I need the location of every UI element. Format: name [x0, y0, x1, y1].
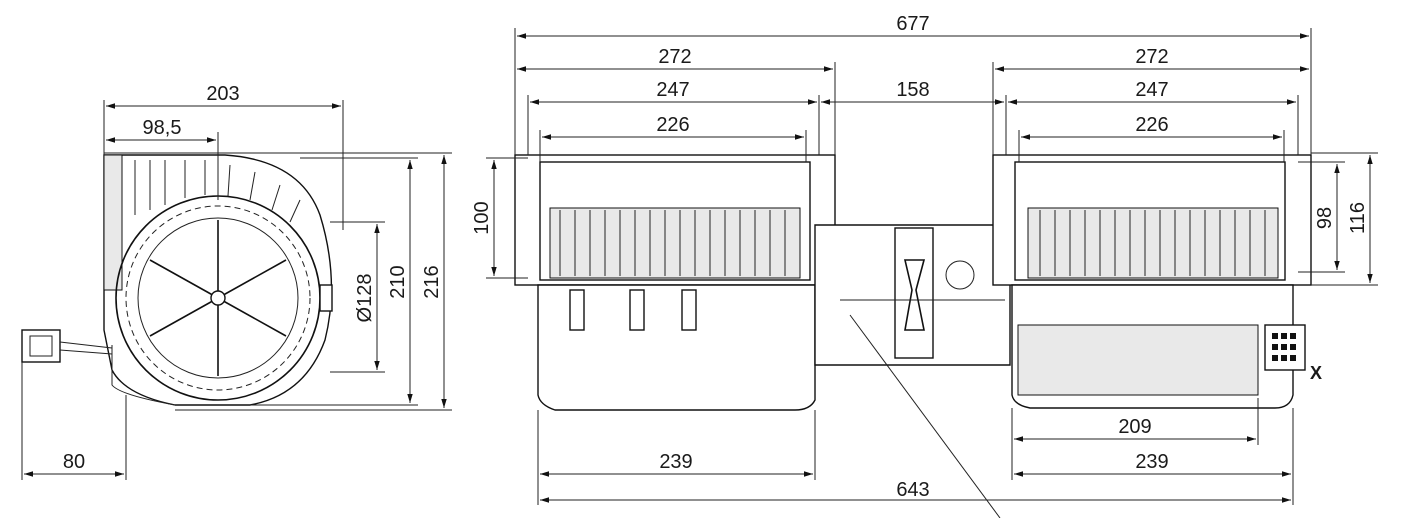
- motor-tab: [319, 284, 333, 312]
- inlet-ring: [137, 217, 299, 379]
- dim-226-right: 226: [1135, 114, 1168, 136]
- dim-226-left: 226: [656, 114, 689, 136]
- dim-100: 100: [471, 201, 493, 234]
- control-module: [1017, 324, 1259, 396]
- dim-158: 158: [896, 79, 929, 101]
- dim-116: 116: [1347, 202, 1369, 234]
- dim-203: 203: [206, 83, 239, 105]
- leader-line: [849, 314, 1001, 518]
- left-impeller: [549, 207, 801, 279]
- connector-label-x: X: [1310, 363, 1322, 383]
- motor-clamp: [894, 227, 934, 359]
- dim-643: 643: [896, 479, 929, 501]
- housing-ribs: [103, 154, 301, 291]
- dim-272-left: 272: [658, 46, 691, 68]
- dim-98-5: 98,5: [143, 117, 182, 139]
- dim-210: 210: [387, 265, 409, 298]
- side-dimensions: [21, 100, 452, 480]
- dim-diameter-128: Ø128: [354, 274, 376, 323]
- front-dimensions: [486, 28, 1378, 505]
- dim-239-right: 239: [1135, 451, 1168, 473]
- dim-216: 216: [421, 265, 443, 298]
- left-scroll: [537, 284, 816, 411]
- left-blower: [514, 154, 836, 411]
- dim-677: 677: [896, 13, 929, 35]
- right-blower: [992, 154, 1312, 409]
- dim-209: 209: [1118, 416, 1151, 438]
- impeller-ring: [125, 205, 311, 391]
- dim-80: 80: [63, 451, 85, 473]
- dim-247-left: 247: [656, 79, 689, 101]
- side-view: 203 98,5 Ø128 210 216 80: [21, 83, 452, 480]
- dim-247-right: 247: [1135, 79, 1168, 101]
- cable-connector: [21, 329, 176, 406]
- dim-98: 98: [1314, 207, 1336, 229]
- front-view: 677 272 272 247 158 247 226 226 100 98 1…: [471, 13, 1378, 518]
- motor-center: [814, 224, 1011, 366]
- impeller-spokes: [149, 220, 287, 376]
- dim-239-left: 239: [659, 451, 692, 473]
- right-impeller: [1027, 207, 1279, 279]
- dim-272-right: 272: [1135, 46, 1168, 68]
